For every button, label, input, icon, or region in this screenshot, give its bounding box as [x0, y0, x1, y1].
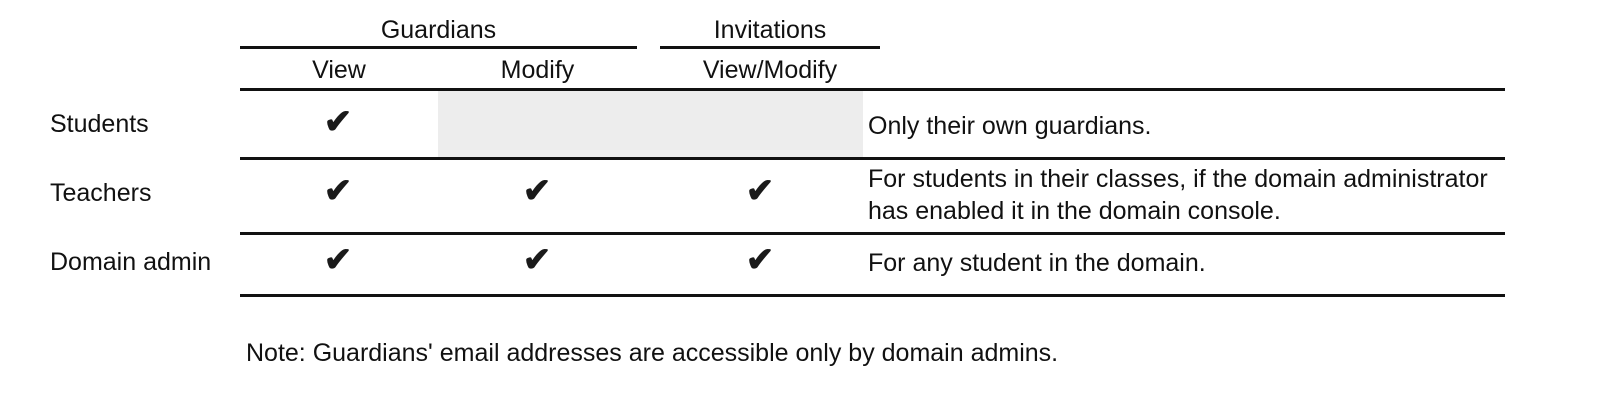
table-row-rule-1: [240, 157, 1505, 160]
row-label-students: Students: [50, 110, 149, 138]
column-header-view-modify: View/Modify: [702, 56, 838, 84]
note-teachers: For students in their classes, if the do…: [868, 165, 1488, 225]
row-label-domain-admin: Domain admin: [50, 248, 212, 276]
column-header-modify: Modify: [500, 56, 575, 84]
table-footnote: Note: Guardians' email addresses are acc…: [246, 339, 1059, 367]
check-icon-teachers-modify: ✔: [522, 172, 552, 210]
row-label-teachers: Teachers: [50, 179, 152, 207]
column-group-invitations-rule: [660, 46, 880, 49]
column-group-guardians: Guardians: [380, 16, 497, 44]
check-icon-domain-admin-modify: ✔: [522, 241, 552, 279]
column-header-view: View: [312, 56, 366, 84]
column-group-guardians-rule: [240, 46, 637, 49]
check-icon-students-view: ✔: [323, 103, 353, 141]
check-icon-domain-admin-invitations: ✔: [745, 241, 775, 279]
table-bottom-rule: [240, 294, 1505, 297]
check-icon-teachers-view: ✔: [323, 172, 353, 210]
note-domain-admin: For any student in the domain.: [868, 249, 1206, 277]
table-row-rule-2: [240, 232, 1505, 235]
check-icon-domain-admin-view: ✔: [323, 241, 353, 279]
check-icon-teachers-invitations: ✔: [745, 172, 775, 210]
shaded-cell-students-no-access: [438, 91, 863, 157]
table-header-rule: [240, 88, 1505, 91]
note-students: Only their own guardians.: [868, 112, 1152, 140]
column-group-invitations: Invitations: [713, 16, 827, 44]
